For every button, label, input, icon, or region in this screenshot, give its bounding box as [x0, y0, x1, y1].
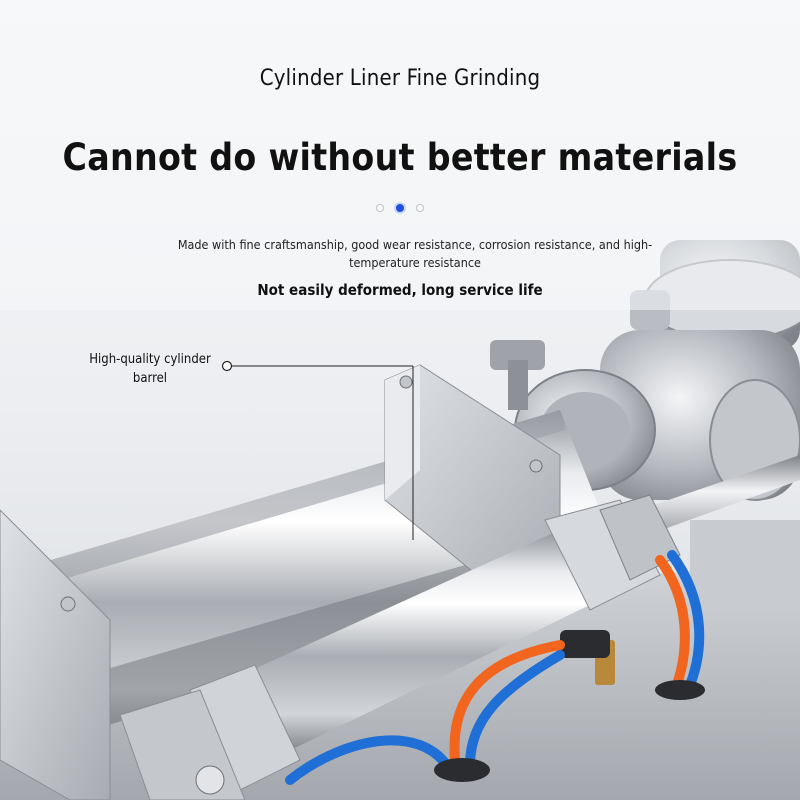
callout-label: High-quality cylinder barrel	[89, 352, 211, 386]
blue-tube-right	[667, 550, 705, 695]
blue-tube	[465, 650, 565, 770]
page-title: Cannot do without better materials	[62, 136, 738, 179]
carousel-dot[interactable]	[376, 204, 384, 212]
pneumatic-cylinder	[119, 494, 681, 800]
blue-tube-bottom	[285, 735, 455, 785]
feature-highlight: Not easily deformed, long service life	[257, 281, 543, 299]
section-subtitle: Cylinder Liner Fine Grinding	[259, 66, 541, 91]
push-fitting	[560, 630, 610, 658]
orange-tube	[449, 640, 565, 765]
feature-description: Made with fine craftsmanship, good wear …	[177, 237, 653, 270]
left-end-block	[0, 509, 111, 800]
carousel-dots	[0, 202, 800, 214]
carousel-dot-active[interactable]	[394, 202, 406, 214]
carousel-dot[interactable]	[416, 204, 424, 212]
orange-tube-right	[655, 555, 690, 695]
callout-leader	[221, 360, 414, 540]
